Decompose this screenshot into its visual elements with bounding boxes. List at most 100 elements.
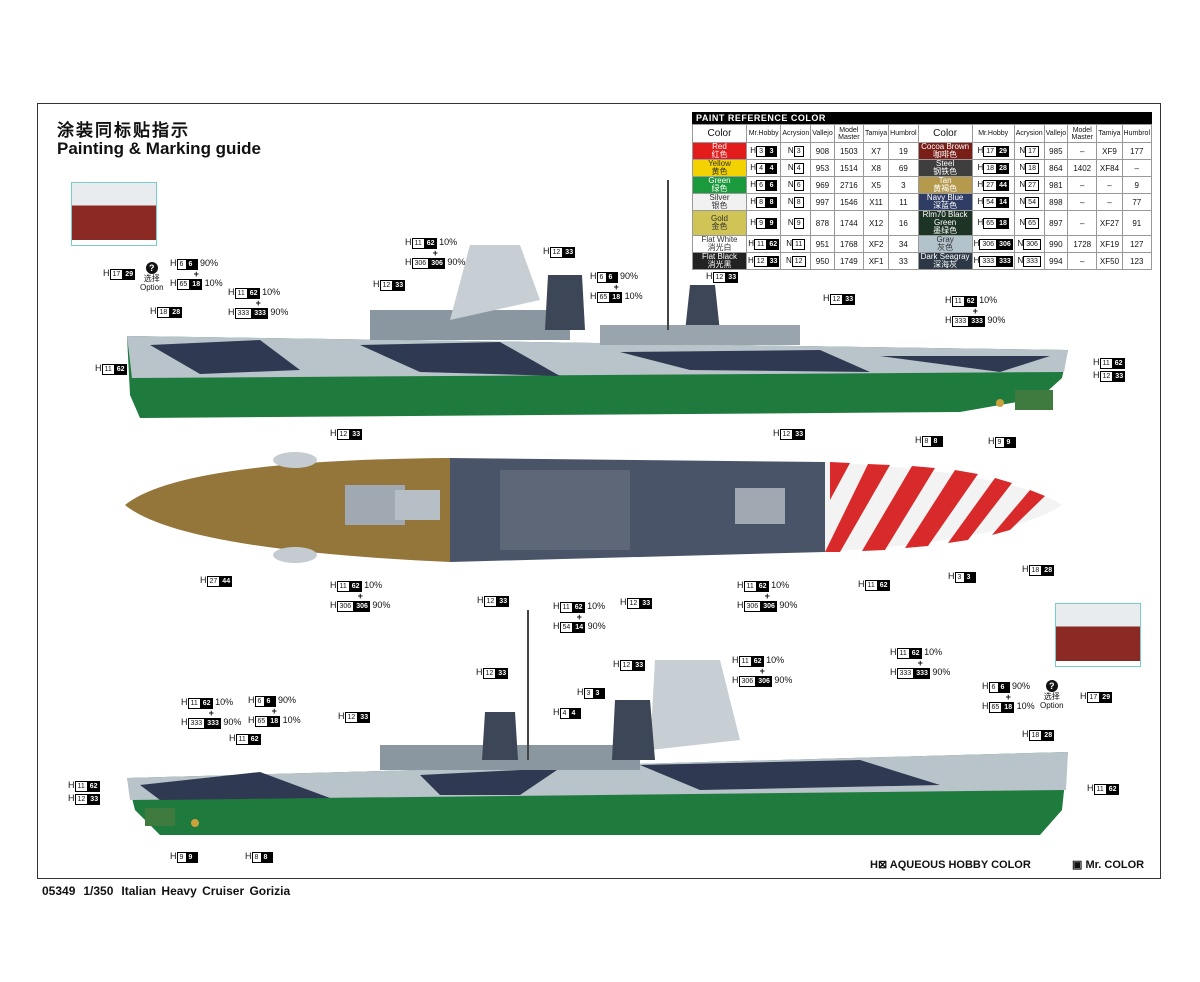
mm-code: 1728 (1067, 235, 1098, 253)
acrysion-number: 18 (1025, 162, 1039, 174)
mr-color-code: 18 (190, 279, 203, 290)
mm-code: – (1067, 210, 1098, 236)
vallejo-code: 953 (810, 159, 835, 177)
humbrol-code: 34 (888, 235, 919, 253)
vallejo-code: 969 (810, 176, 835, 194)
acrysion-number: 17 (1025, 145, 1039, 157)
mr-color-code: 33 (350, 429, 363, 440)
mr-color-code: 333 (914, 668, 930, 679)
mr-color-code: 18 (268, 716, 281, 727)
aqueous-code: 3 (583, 688, 594, 699)
aqueous-code: 12 (1099, 371, 1114, 382)
mr-color-code: 62 (751, 656, 764, 667)
col-header: Tamiya (1096, 124, 1123, 143)
tamiya-code: X11 (862, 193, 890, 211)
mr-color-code: 33 (497, 596, 510, 607)
aqueous-code: 11 (559, 602, 573, 613)
aqueous-code: 333 (187, 718, 206, 729)
aqueous-code: 12 (712, 272, 727, 283)
mr-color-code: 6 (186, 259, 198, 270)
humbrol-code: 123 (1121, 252, 1153, 270)
mr-color-code: 62 (424, 238, 437, 249)
aqueous-code: 11 (864, 580, 878, 591)
mr-color-code: 29 (1100, 692, 1113, 703)
mr-color-code: 8 (766, 196, 778, 208)
color-name-cn: 消光白 (707, 243, 732, 252)
mr-color-code: 14 (997, 196, 1009, 208)
aqueous-code: 17 (109, 269, 124, 280)
aqueous-code: 12 (483, 596, 498, 607)
aqueous-code: 9 (176, 852, 187, 863)
mr-color-code: 62 (349, 581, 362, 592)
color-name-cn: 金色 (711, 222, 728, 231)
mr-color-code: 9 (186, 852, 198, 863)
mix-percent: 90% (278, 695, 297, 705)
mr-color-code: 33 (793, 429, 806, 440)
humbrol-code: 77 (1121, 193, 1153, 211)
aqueous-code: 6 (254, 696, 265, 707)
mr-color-code: 14 (573, 622, 586, 633)
aqueous-code: 6 (176, 259, 187, 270)
col-header: Vallejo (810, 124, 835, 143)
color-name: Navy Blue (926, 193, 964, 202)
aqueous-code: 306 (411, 258, 430, 269)
tamiya-code: XF84 (1096, 159, 1123, 177)
mm-code: 1768 (833, 235, 864, 253)
mm-code: – (1067, 176, 1098, 194)
mr-color-code: 62 (114, 364, 127, 375)
mm-code: 1749 (833, 252, 864, 270)
mix-percent: 90% (932, 667, 951, 677)
mr-color-code: 44 (220, 576, 233, 587)
title-english: Painting & Marking guide (57, 139, 262, 158)
acrysion-number: 12 (791, 255, 806, 267)
aqueous-code: 17 (1086, 692, 1101, 703)
mr-color-code: 62 (767, 238, 780, 250)
question-icon: ? (145, 262, 158, 274)
humbrol-code: 19 (888, 142, 919, 160)
bow-color-swatch-top (71, 182, 157, 246)
aqueous-code: 6 (596, 272, 607, 283)
color-name: Silver (709, 193, 730, 202)
aqueous-code: 11 (234, 288, 248, 299)
legend-mr-color: ▣ Mr. COLOR (1072, 859, 1145, 871)
mr-color-code: 44 (997, 179, 1009, 191)
col-header: Model Master (1067, 124, 1098, 143)
mr-color-code: 28 (997, 162, 1009, 174)
aqueous-code: 12 (753, 255, 768, 267)
aqueous-code: 6 (988, 682, 999, 693)
aqueous-code: 18 (156, 307, 171, 318)
mr-color-code: 333 (969, 316, 985, 327)
plus-icon: + (576, 612, 582, 622)
mr-color-code: 33 (726, 272, 739, 283)
aqueous-code: 12 (619, 660, 634, 671)
aqueous-code: 18 (1028, 565, 1043, 576)
color-name: Dark Seagray (920, 252, 970, 261)
aqueous-code: 9 (994, 437, 1005, 448)
mr-color-code: 3 (766, 145, 778, 157)
